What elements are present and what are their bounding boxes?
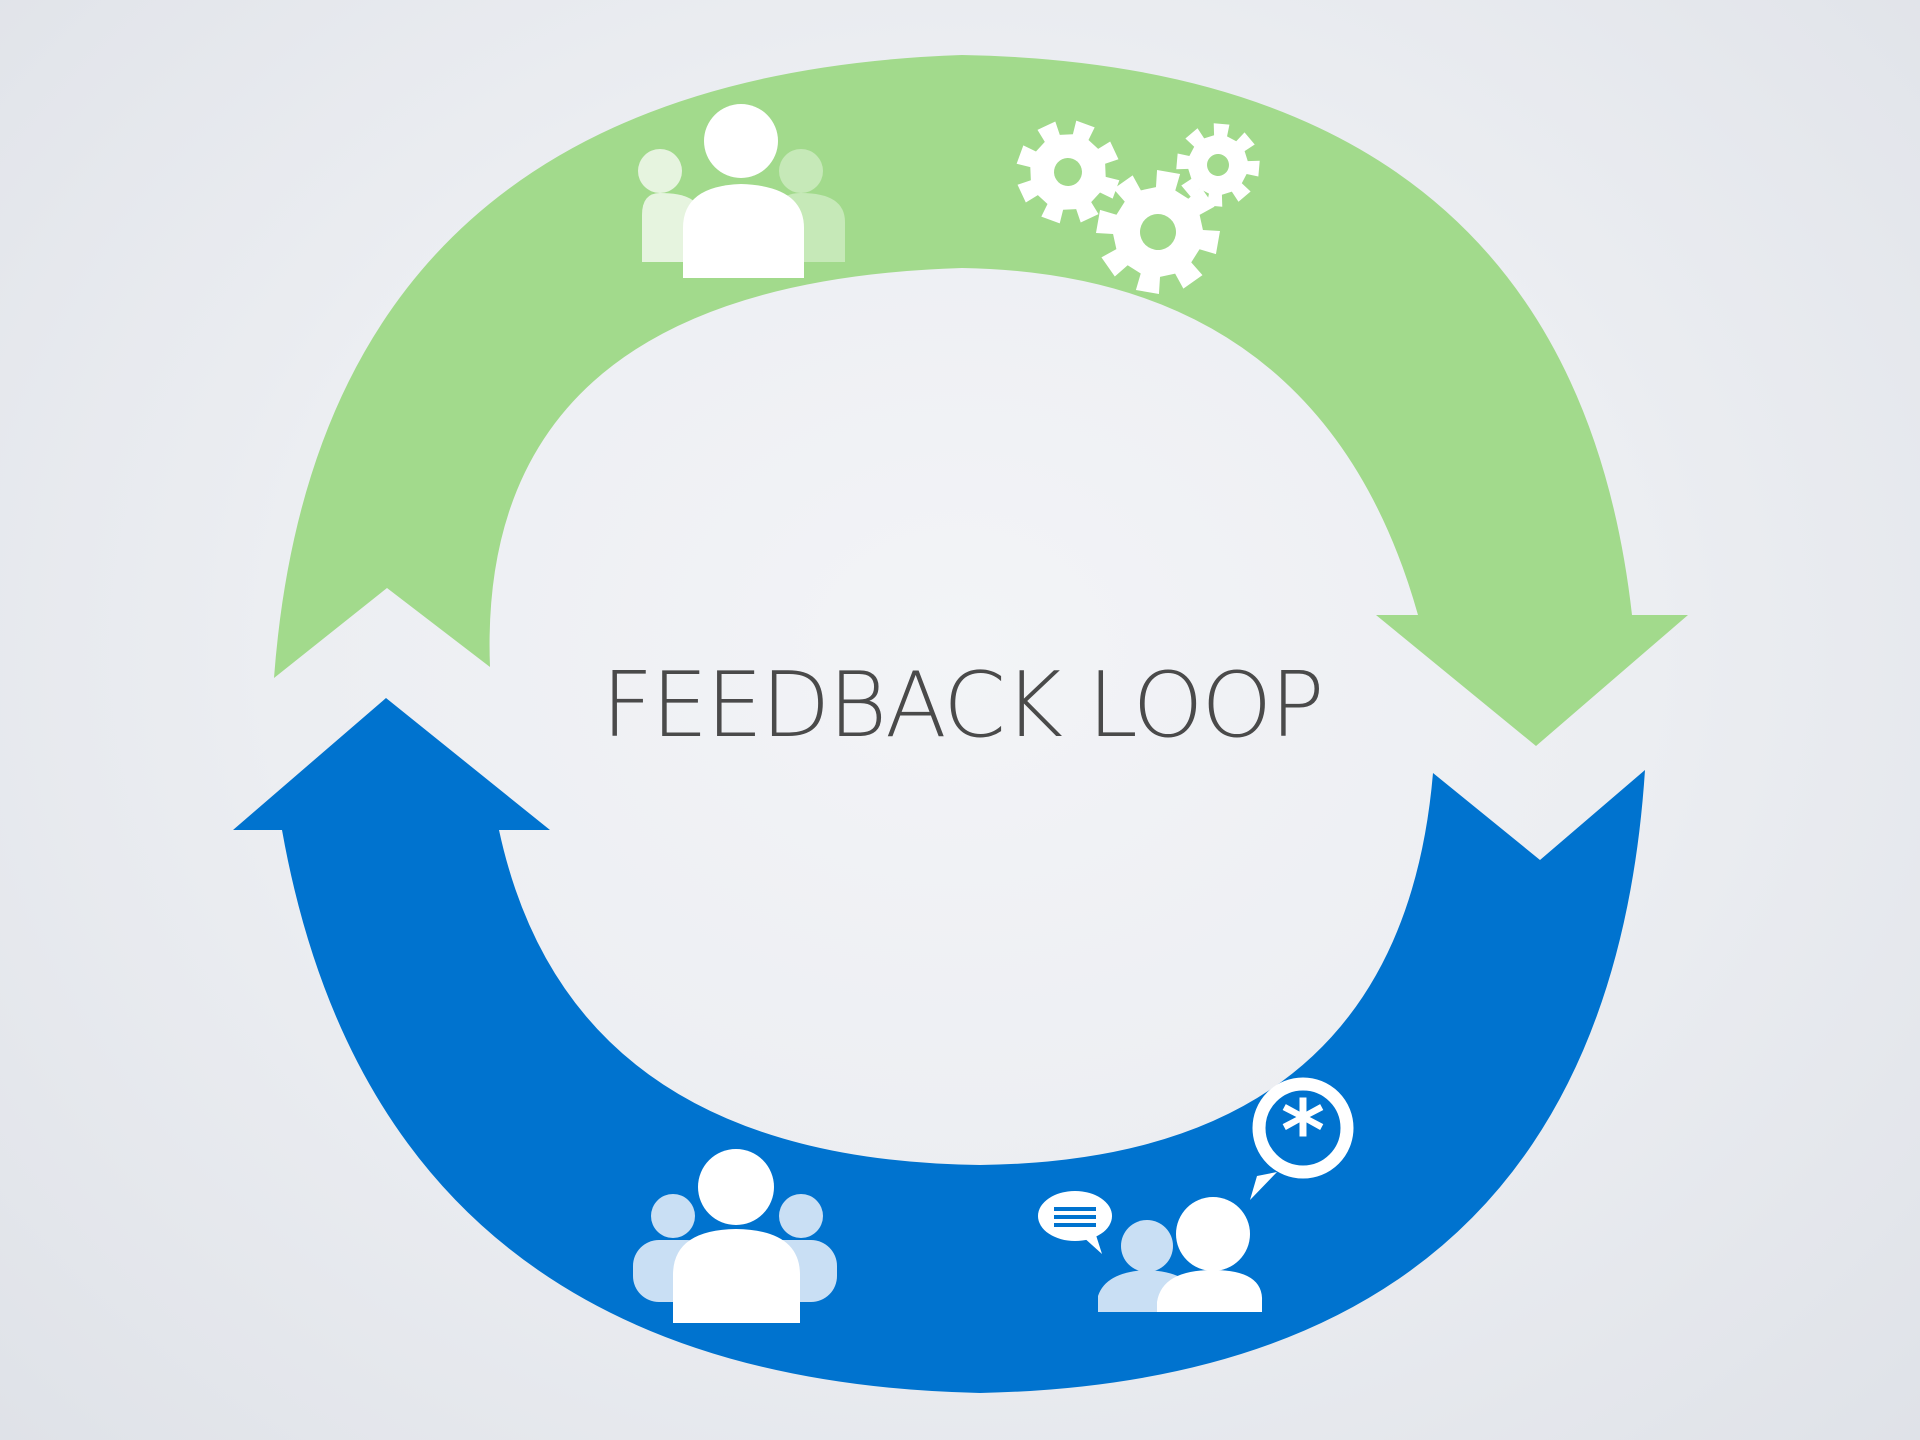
gears-icon [1016,120,1260,295]
top-group-of-people-icon [638,104,845,278]
gear-hole [1207,154,1229,176]
gear-hole [1140,214,1176,250]
bottom-arc-arrow [233,698,1645,1393]
bottom-group-of-people-icon [633,1149,837,1323]
diagram-title: FEEDBACK LOOP [601,653,1322,758]
conversation-icon: * [1038,1077,1354,1312]
svg-text:*: * [1281,1082,1325,1180]
gear-hole [1054,158,1082,186]
top-arc-arrow [274,55,1688,746]
